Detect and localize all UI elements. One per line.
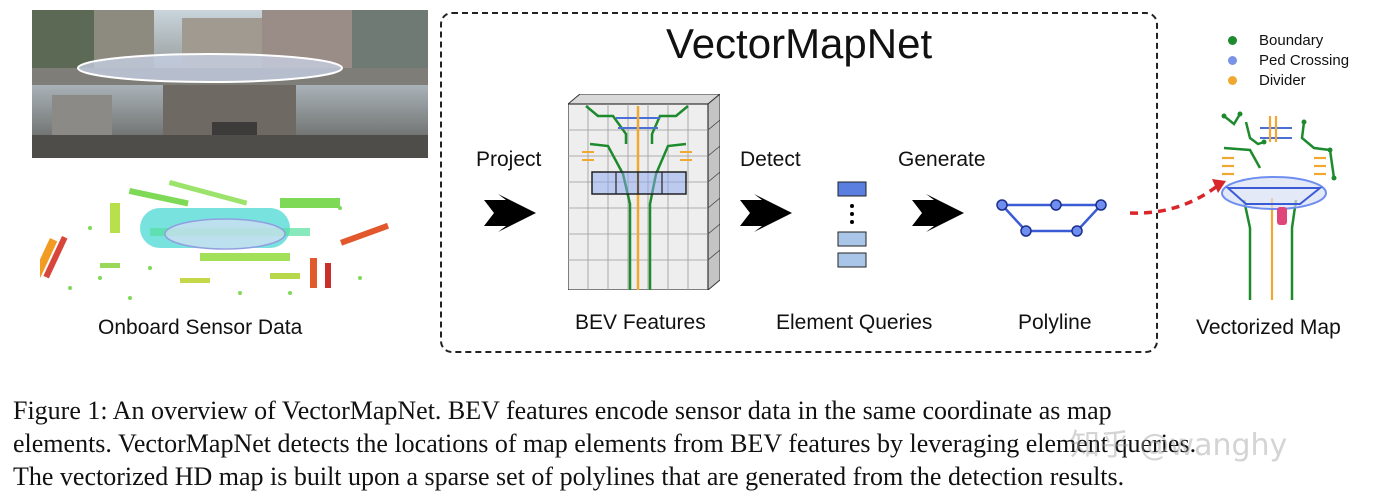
element-queries [836,180,870,270]
legend-item-boundary: Boundary [1228,30,1349,50]
bev-features [566,92,722,292]
divider-dot-icon [1228,75,1237,85]
lidar-point-cloud [33,168,400,313]
vectorized-map-label: Vectorized Map [1196,316,1341,339]
figure-caption-line-1: Figure 1: An overview of VectorMapNet. B… [13,396,1112,425]
vectormapnet-box [440,12,1158,353]
detect-arrow-icon [740,194,792,232]
figure-caption-line-3: The vectorized HD map is built upon a sp… [13,462,1125,491]
polyline-icon [996,199,1107,237]
legend-label: Divider [1259,71,1306,89]
element-queries-drawing [837,181,867,268]
vectorized-map-drawing [1221,111,1337,300]
boundary-dot-icon [1228,35,1237,45]
camera-images-drawing [32,10,428,158]
element-queries-label: Element Queries [776,311,933,334]
legend: Boundary Ped Crossing Divider [1228,30,1349,90]
sensor-data-label: Onboard Sensor Data [98,316,303,339]
polyline-drawing [994,196,1110,238]
figure-caption-line-2: elements. VectorMapNet detects the locat… [13,429,1197,458]
vectorized-map [1210,108,1340,300]
watermark: 知乎 @wanghy [1070,428,1288,463]
bev-features-label: BEV Features [575,311,706,334]
polyline-label: Polyline [1018,311,1092,334]
generate-arrow-icon [912,194,964,232]
legend-label: Ped Crossing [1259,51,1350,69]
lidar-drawing [33,179,390,300]
camera-images [32,10,428,158]
legend-item-divider: Divider [1228,70,1349,90]
red-dashed-arrow-icon [1129,179,1226,215]
ped-crossing-dot-icon [1228,55,1237,65]
diagram-title: VectorMapNet [666,20,933,67]
bev-grid-drawing [566,92,722,292]
project-arrow-icon [484,194,536,232]
detect-label: Detect [740,148,801,171]
project-label: Project [476,148,542,171]
legend-item-ped-crossing: Ped Crossing [1228,50,1349,70]
generate-label: Generate [898,148,986,171]
legend-label: Boundary [1259,31,1324,49]
